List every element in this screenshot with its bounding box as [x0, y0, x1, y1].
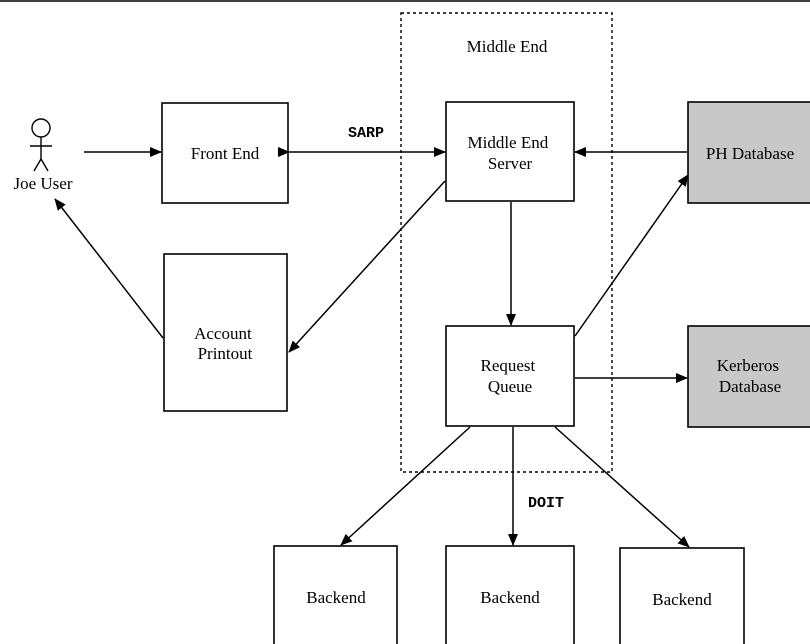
request-queue-label: Request Queue [480, 356, 539, 396]
front-end-label: Front End [191, 144, 260, 163]
middle-end-group-label: Middle End [467, 37, 548, 56]
ph-database-box [687, 101, 810, 204]
request-queue-line-1: Request [480, 356, 535, 375]
middle-end-boundary [400, 12, 613, 473]
middle-end-server-line-1: Middle End [468, 133, 549, 152]
front-end-box [161, 102, 289, 204]
middle-end-server-line-2: Server [488, 154, 533, 173]
account-printout-box [163, 253, 288, 412]
request-queue-line-2: Queue [488, 377, 532, 396]
ph-database-label: PH Database [706, 144, 794, 163]
account-printout-label: Account Printout [194, 324, 256, 363]
user-head [31, 118, 51, 138]
request-queue-box [445, 325, 575, 427]
backend-box-1 [273, 545, 398, 644]
kerberos-database-box [687, 325, 810, 428]
user-label: Joe User [13, 174, 72, 193]
kerberos-database-line-1: Kerberos [717, 356, 779, 375]
edge-middle-end-to-account-printout [288, 180, 446, 353]
account-printout-line-1: Account [194, 324, 252, 343]
account-printout-line-2: Printout [198, 344, 253, 363]
doit-label: DOIT [528, 495, 564, 512]
backend-box-3 [619, 547, 745, 644]
edge-request-queue-to-ph-database [574, 174, 689, 337]
edge-request-queue-to-backend-3 [554, 426, 690, 548]
edge-request-queue-to-backend-1 [340, 426, 471, 546]
kerberos-database-line-2: Database [719, 377, 781, 396]
middle-end-server-box [445, 101, 575, 202]
sarp-label: SARP [348, 125, 384, 142]
backend-box-2 [445, 545, 575, 644]
backend-label-1: Backend [306, 588, 366, 607]
user-figure [30, 118, 52, 172]
edge-account-printout-to-user [54, 198, 164, 339]
middle-end-server-label: Middle End Server [468, 133, 553, 173]
backend-label-3: Backend [652, 590, 712, 609]
kerberos-database-label: Kerberos Database [717, 356, 784, 396]
backend-label-2: Backend [480, 588, 540, 607]
